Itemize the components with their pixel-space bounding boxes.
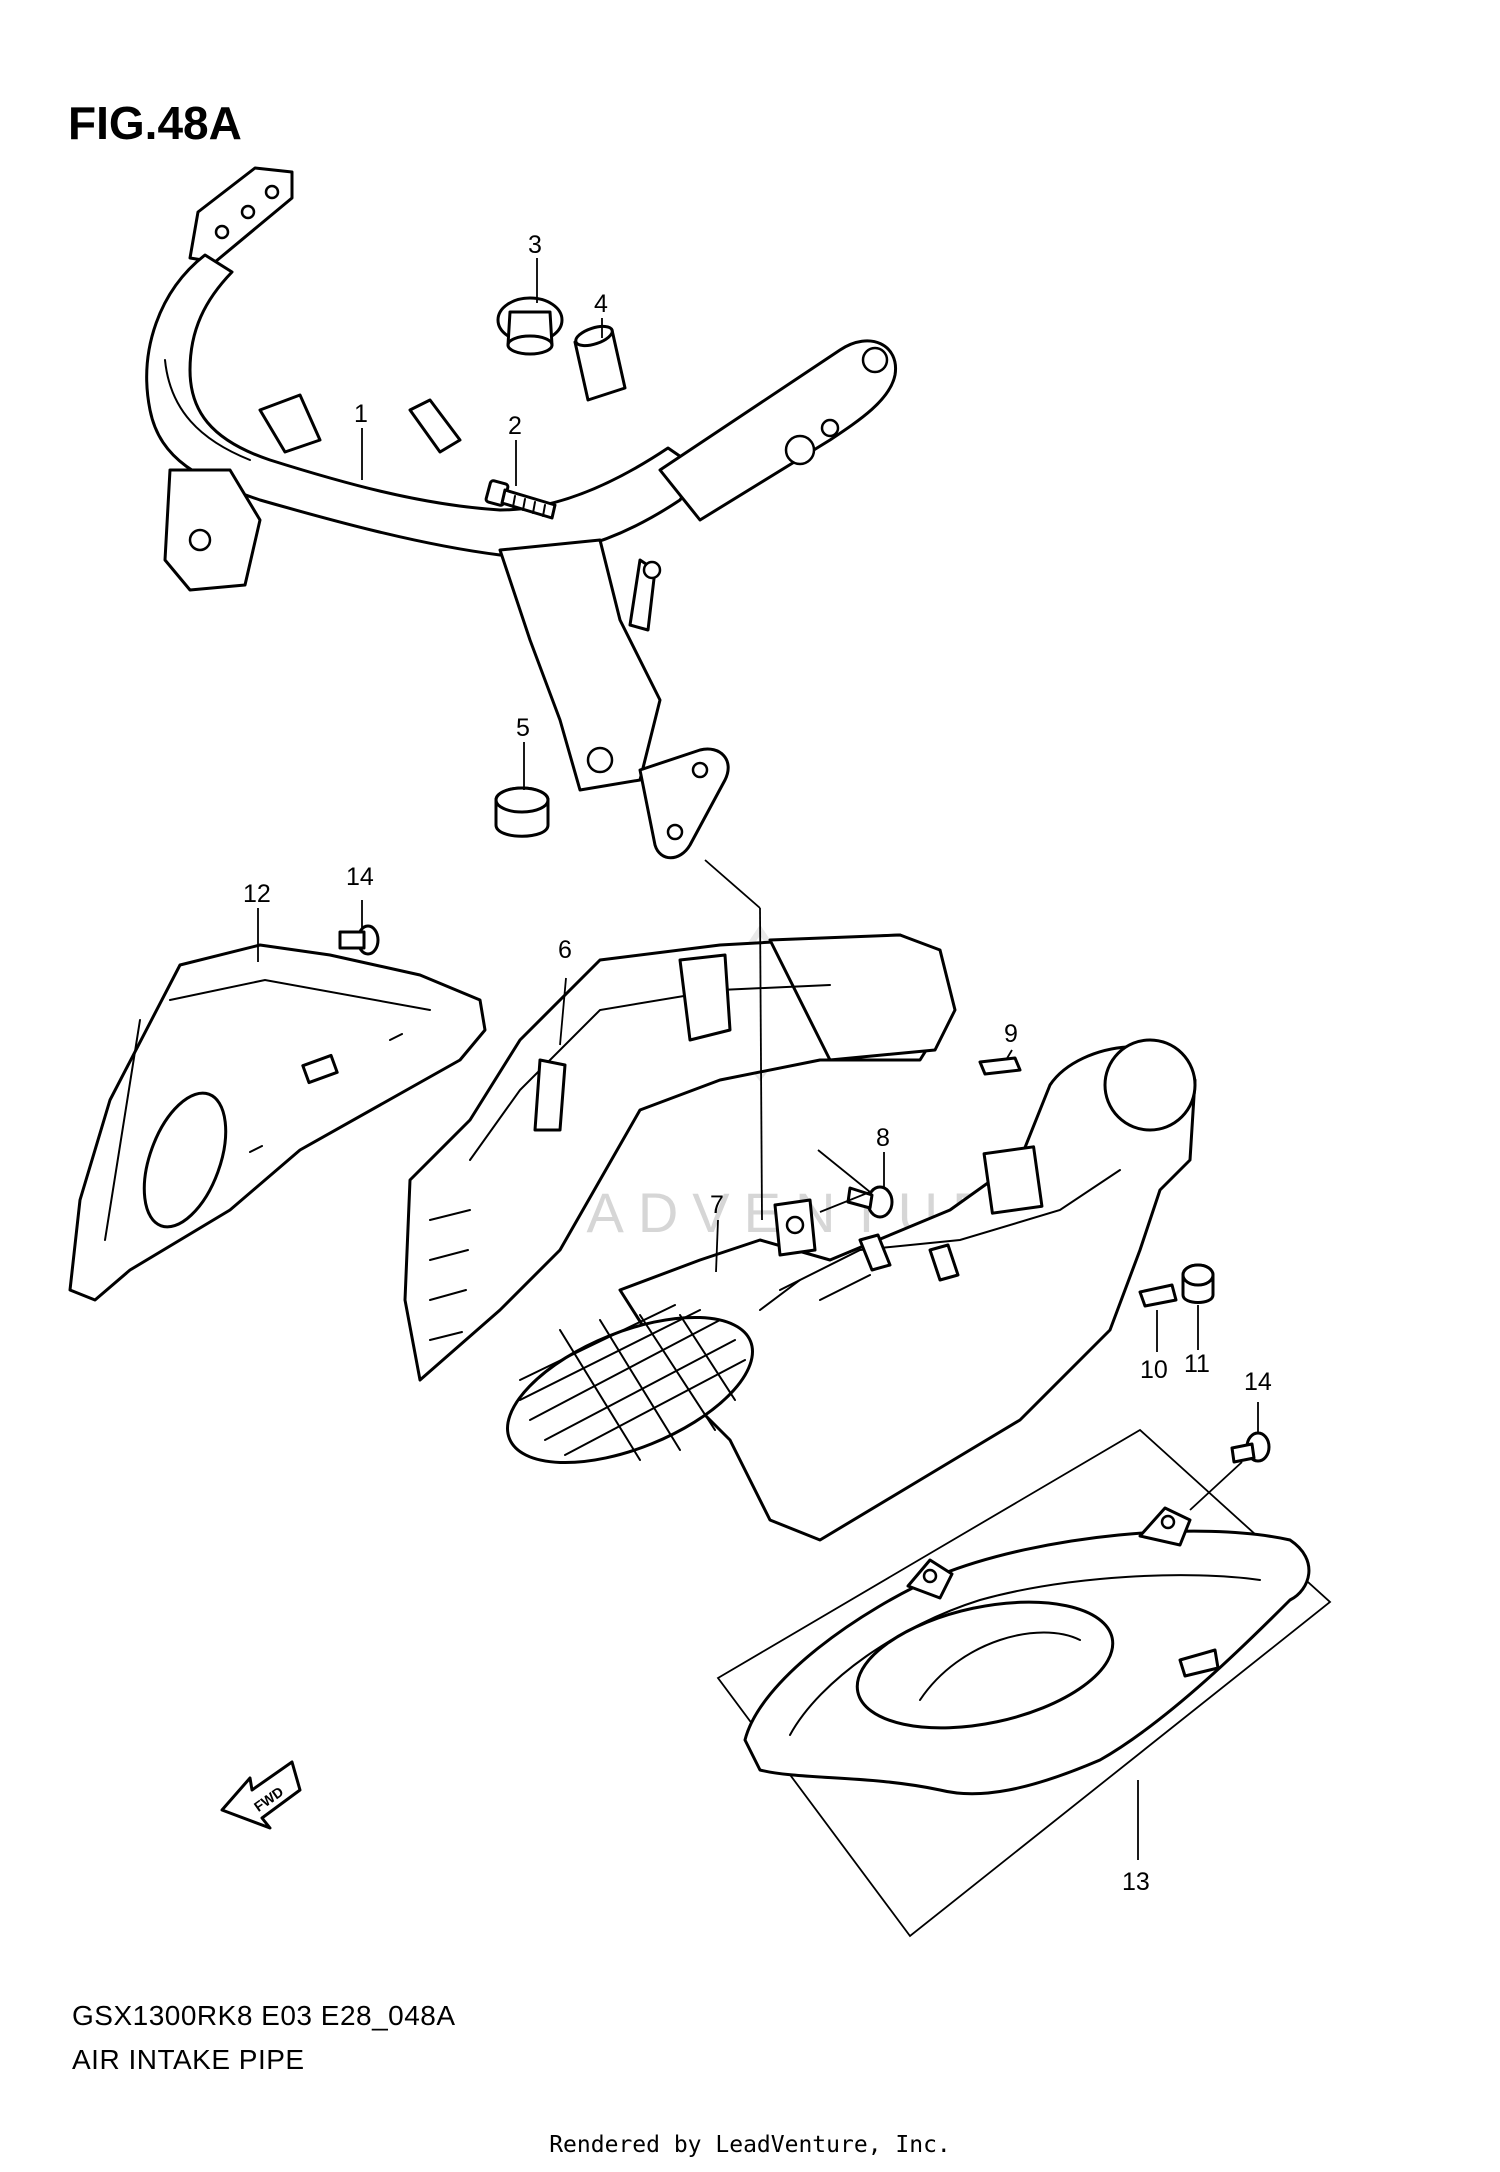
callout-14-right: 14 — [1244, 1368, 1272, 1396]
part-11-grommet — [1181, 1263, 1215, 1304]
callout-7: 7 — [710, 1191, 724, 1219]
part-14-screw-right — [1230, 1431, 1271, 1464]
callout-5: 5 — [516, 714, 530, 742]
callout-9: 9 — [1004, 1020, 1018, 1048]
callout-14-left: 14 — [346, 863, 374, 891]
part-6-intake-pipe-left — [403, 933, 957, 1382]
part-1-frame-brace — [145, 166, 898, 860]
part-2-bolt — [484, 479, 557, 520]
leader-lines — [257, 258, 1259, 1860]
callout-3: 3 — [528, 231, 542, 259]
callout-13: 13 — [1122, 1868, 1150, 1896]
callout-1: 1 — [354, 400, 368, 428]
callout-2: 2 — [508, 412, 522, 440]
callout-4: 4 — [594, 290, 608, 318]
part-5-grommet — [494, 786, 550, 838]
rendered-by-credit: Rendered by LeadVenture, Inc. — [549, 2132, 951, 2158]
fwd-arrow-icon: FWD — [220, 1760, 302, 1830]
callout-10: 10 — [1140, 1356, 1168, 1384]
part-7-intake-pipe-right — [506, 1038, 1197, 1542]
callout-labels: 3 4 2 1 5 12 14 6 9 8 7 10 11 14 13 — [243, 231, 1272, 1896]
part-13-cover-kit — [716, 1428, 1332, 1938]
callout-11: 11 — [1184, 1350, 1210, 1378]
part-8-screw — [846, 1185, 894, 1219]
callout-6: 6 — [558, 936, 572, 964]
callout-12: 12 — [243, 880, 271, 908]
part-3-grommet — [496, 296, 564, 356]
part-12-inner-cover-left — [68, 943, 487, 1302]
part-9-clip — [978, 1056, 1022, 1076]
diagram-name: AIR INTAKE PIPE — [72, 2044, 305, 2075]
figure-title: FIG.48A — [68, 97, 242, 149]
part-14-screw-left — [338, 924, 380, 956]
model-code: GSX1300RK8 E03 E28_048A — [72, 2000, 456, 2031]
part-10-clip — [1138, 1283, 1178, 1308]
part-4-collar — [573, 324, 627, 402]
callout-8: 8 — [876, 1124, 890, 1152]
